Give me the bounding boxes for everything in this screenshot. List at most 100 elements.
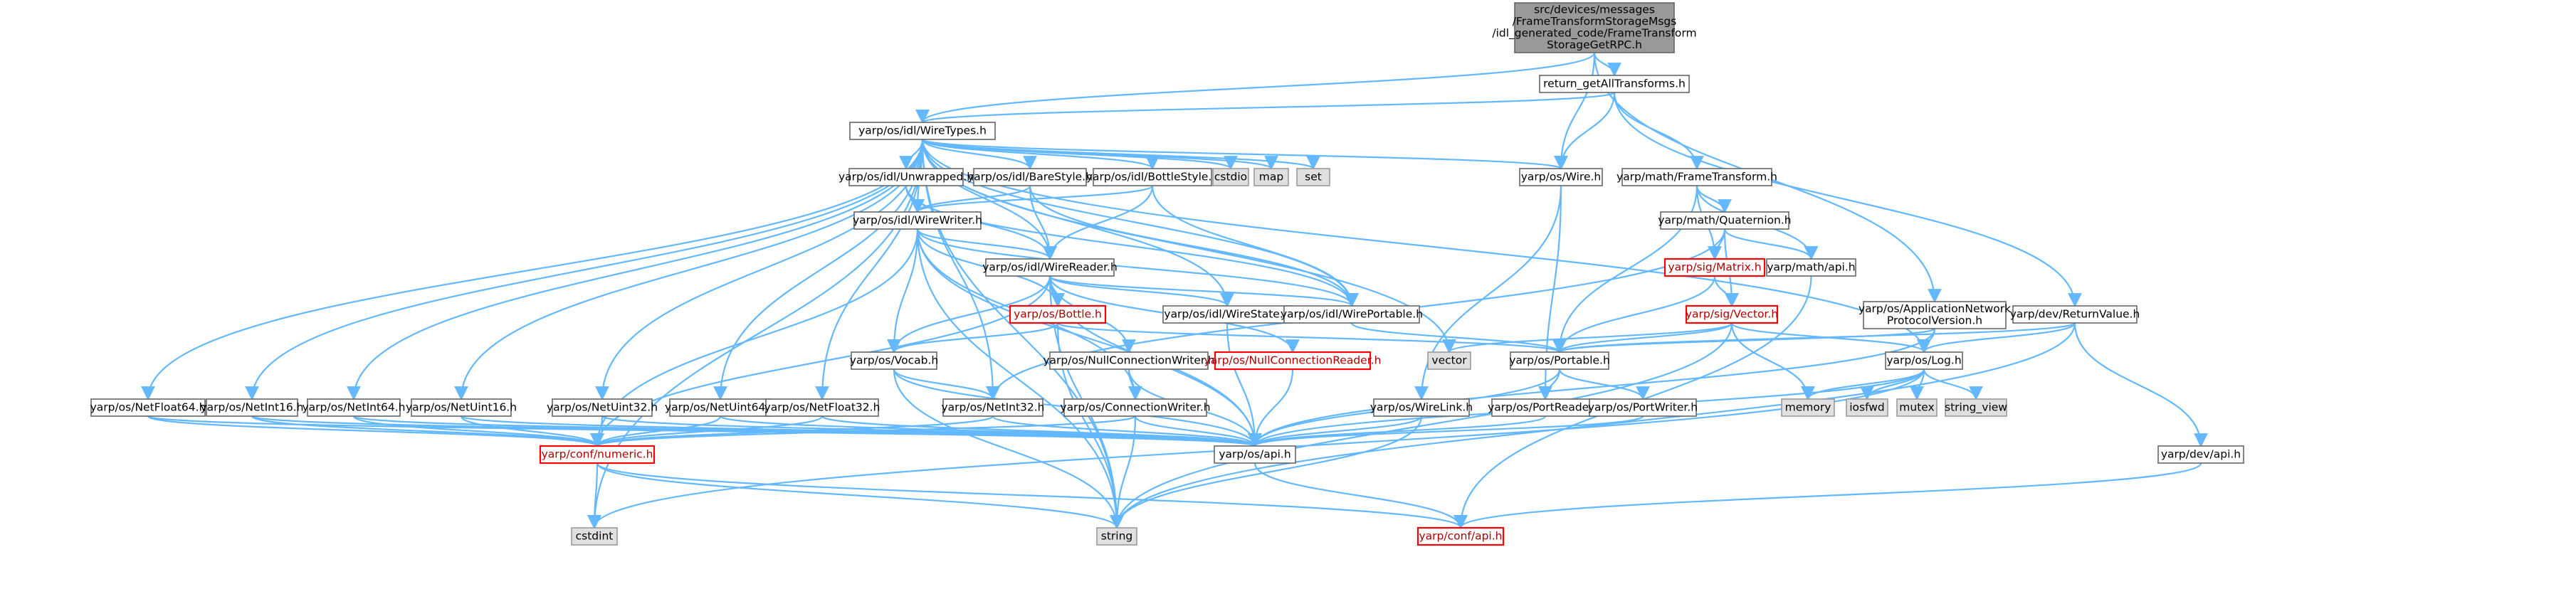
node-box: [765, 398, 879, 417]
node-label: return_getAllTransforms.h: [1543, 77, 1686, 90]
graph-node-devapi[interactable]: yarp/dev/api.h: [2157, 445, 2244, 464]
node-label: string_view: [1945, 400, 2007, 414]
node-label: yarp/os/Wire.h: [1521, 170, 1602, 183]
node-label: yarp/os/PortWriter.h: [1588, 400, 1698, 413]
graph-node-PortReader[interactable]: yarp/os/PortReader.h: [1488, 398, 1603, 417]
node-box: [1416, 526, 1505, 546]
node-box: [1283, 305, 1420, 324]
graph-node-Wire[interactable]: yarp/os/Wire.h: [1519, 168, 1603, 186]
node-label: /FrameTransformStorageMsgs: [1513, 15, 1677, 28]
graph-node-NetInt64[interactable]: yarp/os/NetInt64.h: [302, 398, 406, 417]
node-box: [1214, 445, 1296, 464]
node-label: yarp/conf/api.h: [1419, 529, 1502, 542]
graph-node-WireTypes[interactable]: yarp/os/idl/WireTypes.h: [849, 122, 996, 140]
edge-WireTypes-to-NetFloat32: [815, 139, 924, 400]
graph-node-WireWriter[interactable]: yarp/os/idl/WireWriter.h: [853, 211, 982, 230]
node-label: yarp/os/idl/WireWriter.h: [853, 213, 982, 226]
graph-node-Portable[interactable]: yarp/os/Portable.h: [1509, 351, 1610, 370]
edge-WireTypes-to-set: [921, 138, 1320, 170]
edge-WirePortable-to-Portable: [1350, 322, 1567, 354]
edge-WireWriter-to-WirePortable: [916, 228, 1359, 307]
node-box: [1660, 211, 1789, 230]
edge-ReturnValue-to-devapi: [2073, 322, 2208, 447]
node-box: [1510, 351, 1609, 370]
node-box: [1846, 398, 1888, 417]
node-label: memory: [1785, 400, 1831, 413]
graph-node-WireReader[interactable]: yarp/os/idl/WireReader.h: [982, 258, 1118, 277]
graph-node-NetUint32[interactable]: yarp/os/NetUint32.h: [547, 398, 658, 417]
edge-Quaternion-to-mathapi: [1723, 228, 1819, 260]
graph-node-return_getAllTransforms[interactable]: return_getAllTransforms.h: [1539, 75, 1690, 93]
graph-node-ReturnValue[interactable]: yarp/dev/ReturnValue.h: [2010, 305, 2140, 324]
edge-root-to-WireTypes: [915, 52, 1596, 124]
graph-node-WireLink[interactable]: yarp/os/WireLink.h: [1370, 398, 1473, 417]
node-box: [90, 398, 206, 417]
node-label: yarp/math/Quaternion.h: [1658, 213, 1791, 226]
node-box: [942, 398, 1043, 417]
edge-BottleStyle-to-WireWriter: [910, 184, 1154, 213]
node-label: yarp/os/NetUint64.h: [665, 400, 776, 413]
node-label: set: [1305, 170, 1322, 183]
graph-node-NullConnWriter[interactable]: yarp/os/NullConnectionWriter.h: [1043, 351, 1215, 370]
graph-node-vector: vector: [1427, 351, 1471, 370]
node-box: [1096, 527, 1137, 546]
graph-node-Matrix[interactable]: yarp/sig/Matrix.h: [1663, 258, 1766, 277]
edge-osapi-to-confapi: [1253, 462, 1468, 529]
node-box: [571, 527, 618, 546]
graph-node-NullConnReader[interactable]: yarp/os/NullConnectionReader.h: [1204, 351, 1382, 371]
node-box: [1519, 168, 1603, 186]
node-label: cstdint: [576, 529, 614, 542]
node-box: [1621, 168, 1772, 186]
edge-confnumeric-to-cstdint: [587, 462, 601, 529]
graph-node-NetUint64[interactable]: yarp/os/NetUint64.h: [665, 398, 776, 417]
edge-FrameTransform-to-Quaternion: [1696, 185, 1732, 213]
graph-node-NetInt32[interactable]: yarp/os/NetInt32.h: [941, 398, 1045, 417]
edge-NetInt16-to-confnumeric: [251, 415, 604, 447]
graph-node-cstdint: cstdint: [571, 527, 618, 546]
node-label: yarp/os/NetInt64.h: [302, 400, 405, 413]
node-box: [1885, 351, 1963, 370]
node-box: [1253, 168, 1289, 186]
graph-node-Unwrapped[interactable]: yarp/os/idl/Unwrapped.h: [838, 168, 974, 186]
node-label: yarp/os/api.h: [1219, 447, 1290, 460]
edge-NetInt32-to-osapi: [992, 415, 1262, 447]
graph-node-osapi[interactable]: yarp/os/api.h: [1214, 445, 1296, 464]
node-box: [1214, 351, 1372, 371]
graph-node-Vocab[interactable]: yarp/os/Vocab.h: [850, 351, 938, 370]
graph-node-mathapi[interactable]: yarp/math/api.h: [1766, 258, 1856, 277]
node-label: yarp/os/idl/BareStyle.h: [967, 170, 1093, 183]
graph-node-Bottle[interactable]: yarp/os/Bottle.h: [1009, 304, 1107, 324]
node-box: [985, 258, 1115, 277]
graph-node-Vector[interactable]: yarp/sig/Vector.h: [1686, 304, 1778, 324]
graph-node-FrameTransform[interactable]: yarp/math/FrameTransform.h: [1616, 168, 1777, 186]
edge-WireTypes-to-Wire: [921, 138, 1568, 170]
edge-Bottle-to-Portable: [1056, 322, 1567, 354]
graph-node-WireState[interactable]: yarp/os/idl/WireState.h: [1162, 305, 1292, 324]
graph-node-root[interactable]: src/devices/messages/FrameTransformStora…: [1492, 2, 1697, 53]
graph-node-PortWriter[interactable]: yarp/os/PortWriter.h: [1588, 398, 1698, 417]
edge-ReturnValue-to-string: [1110, 322, 2076, 529]
graph-node-AppNetProto[interactable]: yarp/os/ApplicationNetworkProtocolVersio…: [1859, 301, 2011, 329]
node-label: yarp/conf/numeric.h: [542, 447, 653, 460]
node-label: yarp/os/idl/WireTypes.h: [858, 124, 987, 137]
node-box: [1093, 168, 1212, 186]
node-label: yarp/os/Portable.h: [1509, 354, 1610, 366]
graph-node-BareStyle[interactable]: yarp/os/idl/BareStyle.h: [967, 168, 1093, 186]
graph-node-WirePortable[interactable]: yarp/os/idl/WirePortable.h: [1281, 305, 1423, 324]
node-label: yarp/os/PortReader.h: [1488, 400, 1603, 413]
graph-node-NetFloat32[interactable]: yarp/os/NetFloat32.h: [764, 398, 880, 417]
graph-node-NetUint16[interactable]: yarp/os/NetUint16.h: [406, 398, 517, 417]
edge-WireTypes-to-NetInt16: [245, 139, 924, 400]
graph-node-ConnWriter[interactable]: yarp/os/ConnectionWriter.h: [1060, 398, 1211, 417]
edge-WireTypes-to-WirePortable: [921, 139, 1359, 307]
graph-node-confapi[interactable]: yarp/conf/api.h: [1416, 526, 1505, 546]
graph-node-NetFloat64[interactable]: yarp/os/NetFloat64.h: [90, 398, 206, 417]
graph-node-NetInt16[interactable]: yarp/os/NetInt16.h: [200, 398, 304, 417]
node-label: yarp/os/NetFloat64.h: [90, 400, 206, 413]
node-label: yarp/os/NetInt16.h: [200, 400, 303, 413]
graph-node-Log[interactable]: yarp/os/Log.h: [1885, 351, 1963, 370]
graph-node-Quaternion[interactable]: yarp/math/Quaternion.h: [1658, 211, 1792, 230]
graph-node-confnumeric[interactable]: yarp/conf/numeric.h: [539, 445, 656, 465]
graph-node-BottleStyle[interactable]: yarp/os/idl/BottleStyle.h: [1086, 168, 1219, 186]
